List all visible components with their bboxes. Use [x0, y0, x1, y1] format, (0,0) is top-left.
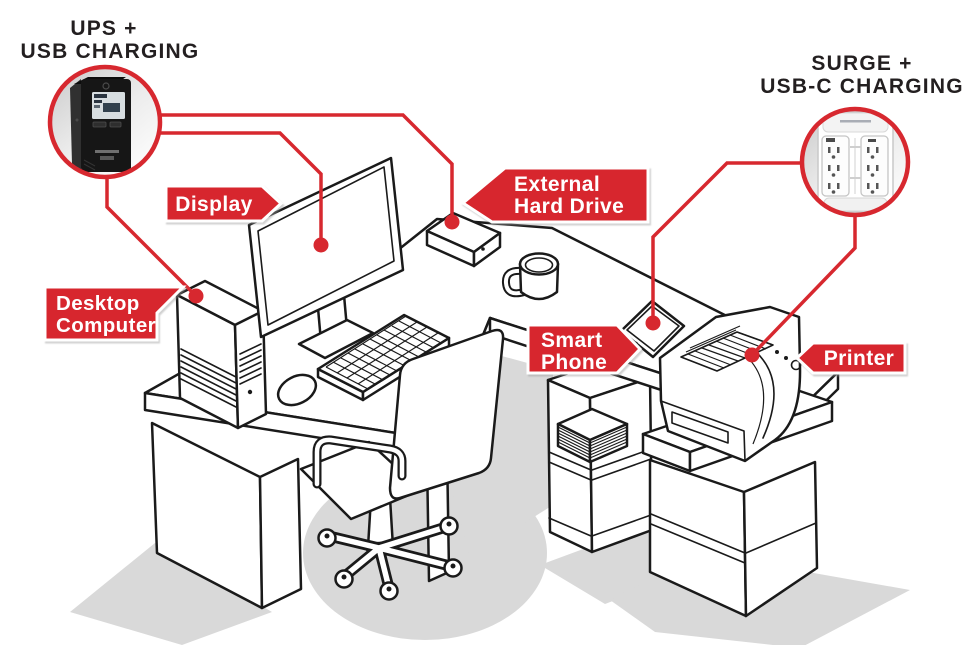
chair-armrest [312, 435, 407, 489]
callout-desktop-computer: Desktop Computer [43, 285, 187, 342]
callout-printer-label: Printer [824, 347, 895, 370]
dot-desktop [188, 288, 204, 304]
paper-stack [556, 407, 629, 464]
dot-phone [645, 315, 661, 331]
office-chair [299, 328, 505, 601]
casters [317, 516, 463, 601]
mouse [276, 373, 318, 407]
line-surge-to-printer [750, 217, 857, 357]
dot-printer [744, 347, 760, 363]
line-ups-to-display [160, 131, 323, 245]
shelf-cart [546, 358, 654, 554]
tower-power-button [247, 389, 253, 395]
chair-backrest [388, 328, 505, 500]
line-ups-to-desktop [105, 178, 198, 298]
caption-ups-line1: UPS + [70, 17, 137, 40]
callout-desktop-line2: Computer [56, 314, 156, 337]
caption-surge-line2: USB-C CHARGING [760, 75, 963, 98]
printer [658, 305, 802, 463]
surge-protector-photo [817, 111, 894, 213]
callout-phone-line2: Phone [541, 351, 607, 374]
keyboard-keys [325, 315, 449, 390]
callout-printer: Printer [794, 341, 907, 375]
chair-base [317, 496, 463, 601]
callout-display: Display [164, 184, 284, 223]
dot-hard-drive [444, 214, 460, 230]
line-ups-to-hard-drive [160, 113, 454, 222]
surge-photo-circle [799, 106, 911, 218]
ups-tower-photo [70, 77, 131, 172]
printer-paper-hatch [680, 331, 774, 372]
line-surge-to-phone [651, 161, 800, 323]
callout-ehd-line1: External [514, 173, 600, 196]
ups-photo-circle [47, 64, 163, 180]
callout-ehd-line2: Hard Drive [514, 195, 624, 218]
connector-lines [105, 113, 857, 363]
callout-smart-phone: Smart Phone [526, 323, 643, 375]
callout-desktop-line1: Desktop [56, 292, 140, 315]
callout-phone-line1: Smart [541, 329, 603, 352]
caption-surge-line1: SURGE + [811, 52, 912, 75]
coffee-mug [501, 252, 560, 301]
callout-display-label: Display [175, 193, 253, 216]
callout-external-hard-drive: External Hard Drive [460, 166, 650, 224]
dot-display [313, 237, 329, 253]
pedestal-shadow [70, 543, 272, 645]
caption-ups-line2: USB CHARGING [21, 40, 200, 63]
monitor-screen [257, 166, 395, 326]
desk-pedestal-side [258, 457, 303, 610]
